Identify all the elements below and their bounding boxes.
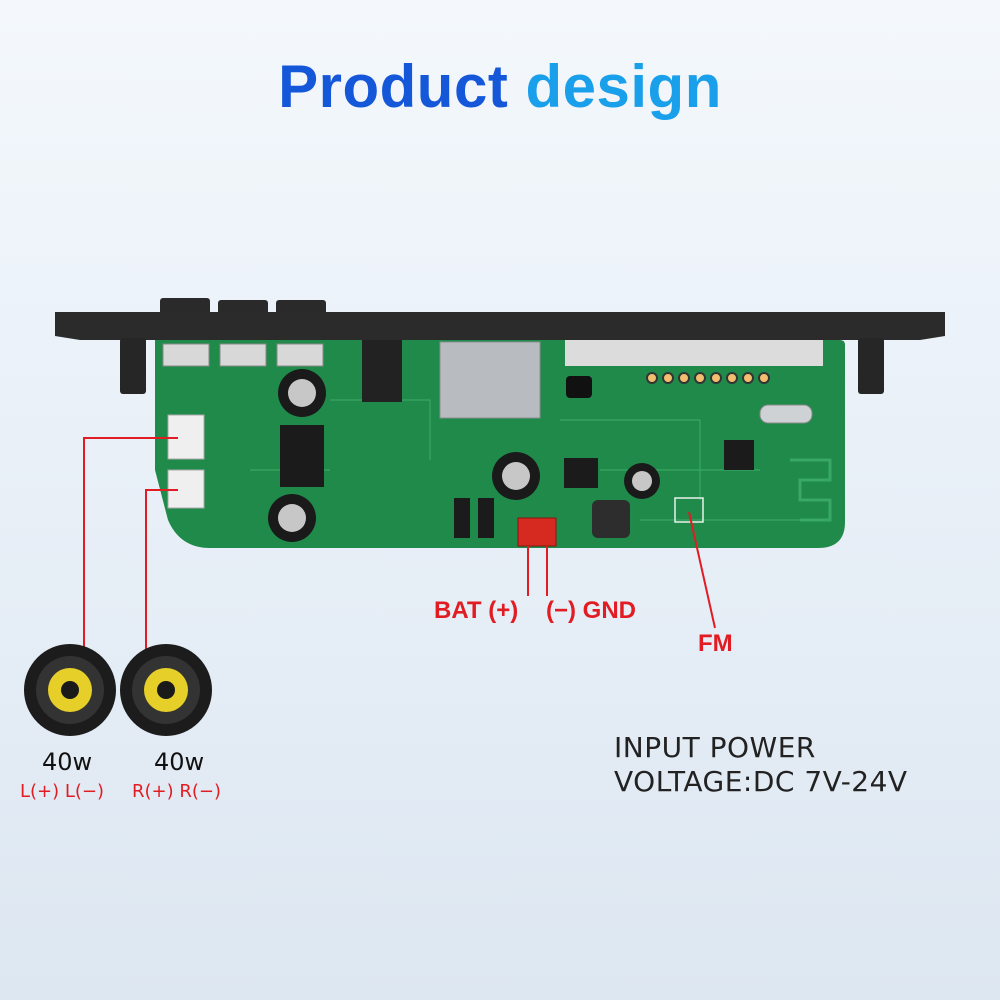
diode-2 [478,498,494,538]
spec-line-1: INPUT POWER [614,731,816,764]
capacitors [268,369,660,542]
display-window [565,340,823,366]
mount-clip-right [858,338,884,394]
header-pins [646,372,770,384]
mount-clip-left [120,338,146,394]
switch-3 [276,343,324,367]
aux-jack [362,340,402,402]
speaker-right-power: 40w [154,748,205,776]
speaker-left [24,644,116,736]
regulator-chip [564,458,598,488]
leader-lines [83,437,716,650]
amp-chip [280,425,324,487]
switch-1 [162,343,210,367]
label-fm: FM [698,630,733,657]
sd-card-slot [439,341,541,419]
spec-line-2: VOLTAGE:DC 7V-24V [614,765,908,798]
title-word-product: Product [278,53,509,120]
bluetooth-chip [724,440,754,470]
label-gnd-minus: (−) GND [546,597,636,624]
front-panel [55,312,945,340]
diode-1 [454,498,470,538]
leader-right-speaker [145,489,178,650]
speaker-left-channel: L(+) L(−) [20,781,105,802]
leader-fm [688,511,716,629]
pcb-antenna [790,458,832,522]
crystal [759,404,813,424]
speaker-left-power: 40w [42,748,93,776]
ir-receiver [566,376,592,398]
inductor [592,500,630,538]
pcb-board [155,340,845,548]
switch-2 [219,343,267,367]
page-title: Product design [0,52,1000,121]
label-bat-plus: BAT (+) [434,597,519,624]
speaker-right-channel: R(+) R(−) [132,781,221,802]
leader-left-speaker [83,437,178,650]
title-word-design: design [525,53,722,120]
battery-connector [517,517,557,547]
speaker-right [120,644,212,736]
fm-pads [674,497,704,523]
